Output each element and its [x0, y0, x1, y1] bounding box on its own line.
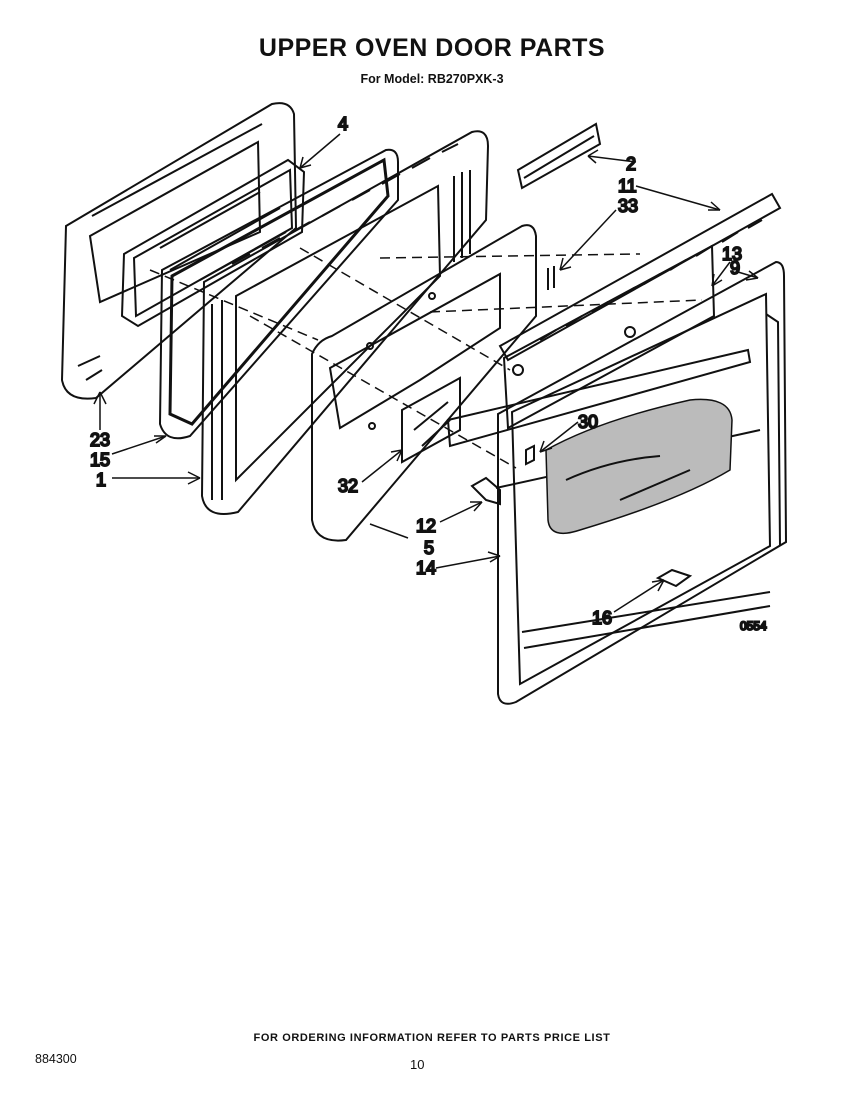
callout-14: 14 — [416, 558, 436, 578]
part-30-latch — [525, 444, 535, 466]
callout-11: 11 — [618, 176, 637, 196]
part-16-clip — [655, 568, 693, 588]
page-title: UPPER OVEN DOOR PARTS — [258, 34, 606, 62]
part-1-door-liner — [200, 130, 490, 515]
leader-lines — [93, 133, 759, 613]
callout-1: 1 — [96, 470, 106, 490]
figure-code: 0554 — [740, 619, 767, 633]
callout-9: 9 — [730, 258, 740, 278]
part-14-outer-door — [497, 260, 788, 705]
callout-12: 12 — [416, 516, 436, 536]
part-15-gasket — [158, 148, 399, 440]
model-subtitle: For Model: RB270PXK-3 — [360, 72, 504, 86]
callout-32: 32 — [338, 476, 358, 496]
ordering-note: FOR ORDERING INFORMATION REFER TO PARTS … — [253, 1032, 611, 1044]
part-2-top-channel — [516, 122, 602, 190]
callout-2: 2 — [626, 154, 636, 174]
page-number: 10 — [410, 1057, 425, 1072]
part-5-inner-panel — [311, 224, 537, 542]
alignment-lines — [149, 247, 703, 469]
part-32-window-glass — [401, 376, 461, 464]
callout-5: 5 — [424, 538, 434, 558]
callout-30: 30 — [578, 412, 598, 432]
callout-23: 23 — [90, 430, 110, 450]
part-4-inner-glass — [120, 158, 306, 328]
callout-13: 13 — [722, 244, 742, 264]
part-33-clip — [547, 266, 555, 290]
callout-4: 4 — [338, 114, 348, 134]
part-13-deflector — [446, 244, 752, 448]
document-number: 884300 — [35, 1052, 77, 1066]
callout-33: 33 — [618, 196, 638, 216]
part-23-rear-panel — [60, 102, 298, 400]
callout-15: 15 — [90, 450, 110, 470]
callout-16: 16 — [592, 608, 612, 628]
